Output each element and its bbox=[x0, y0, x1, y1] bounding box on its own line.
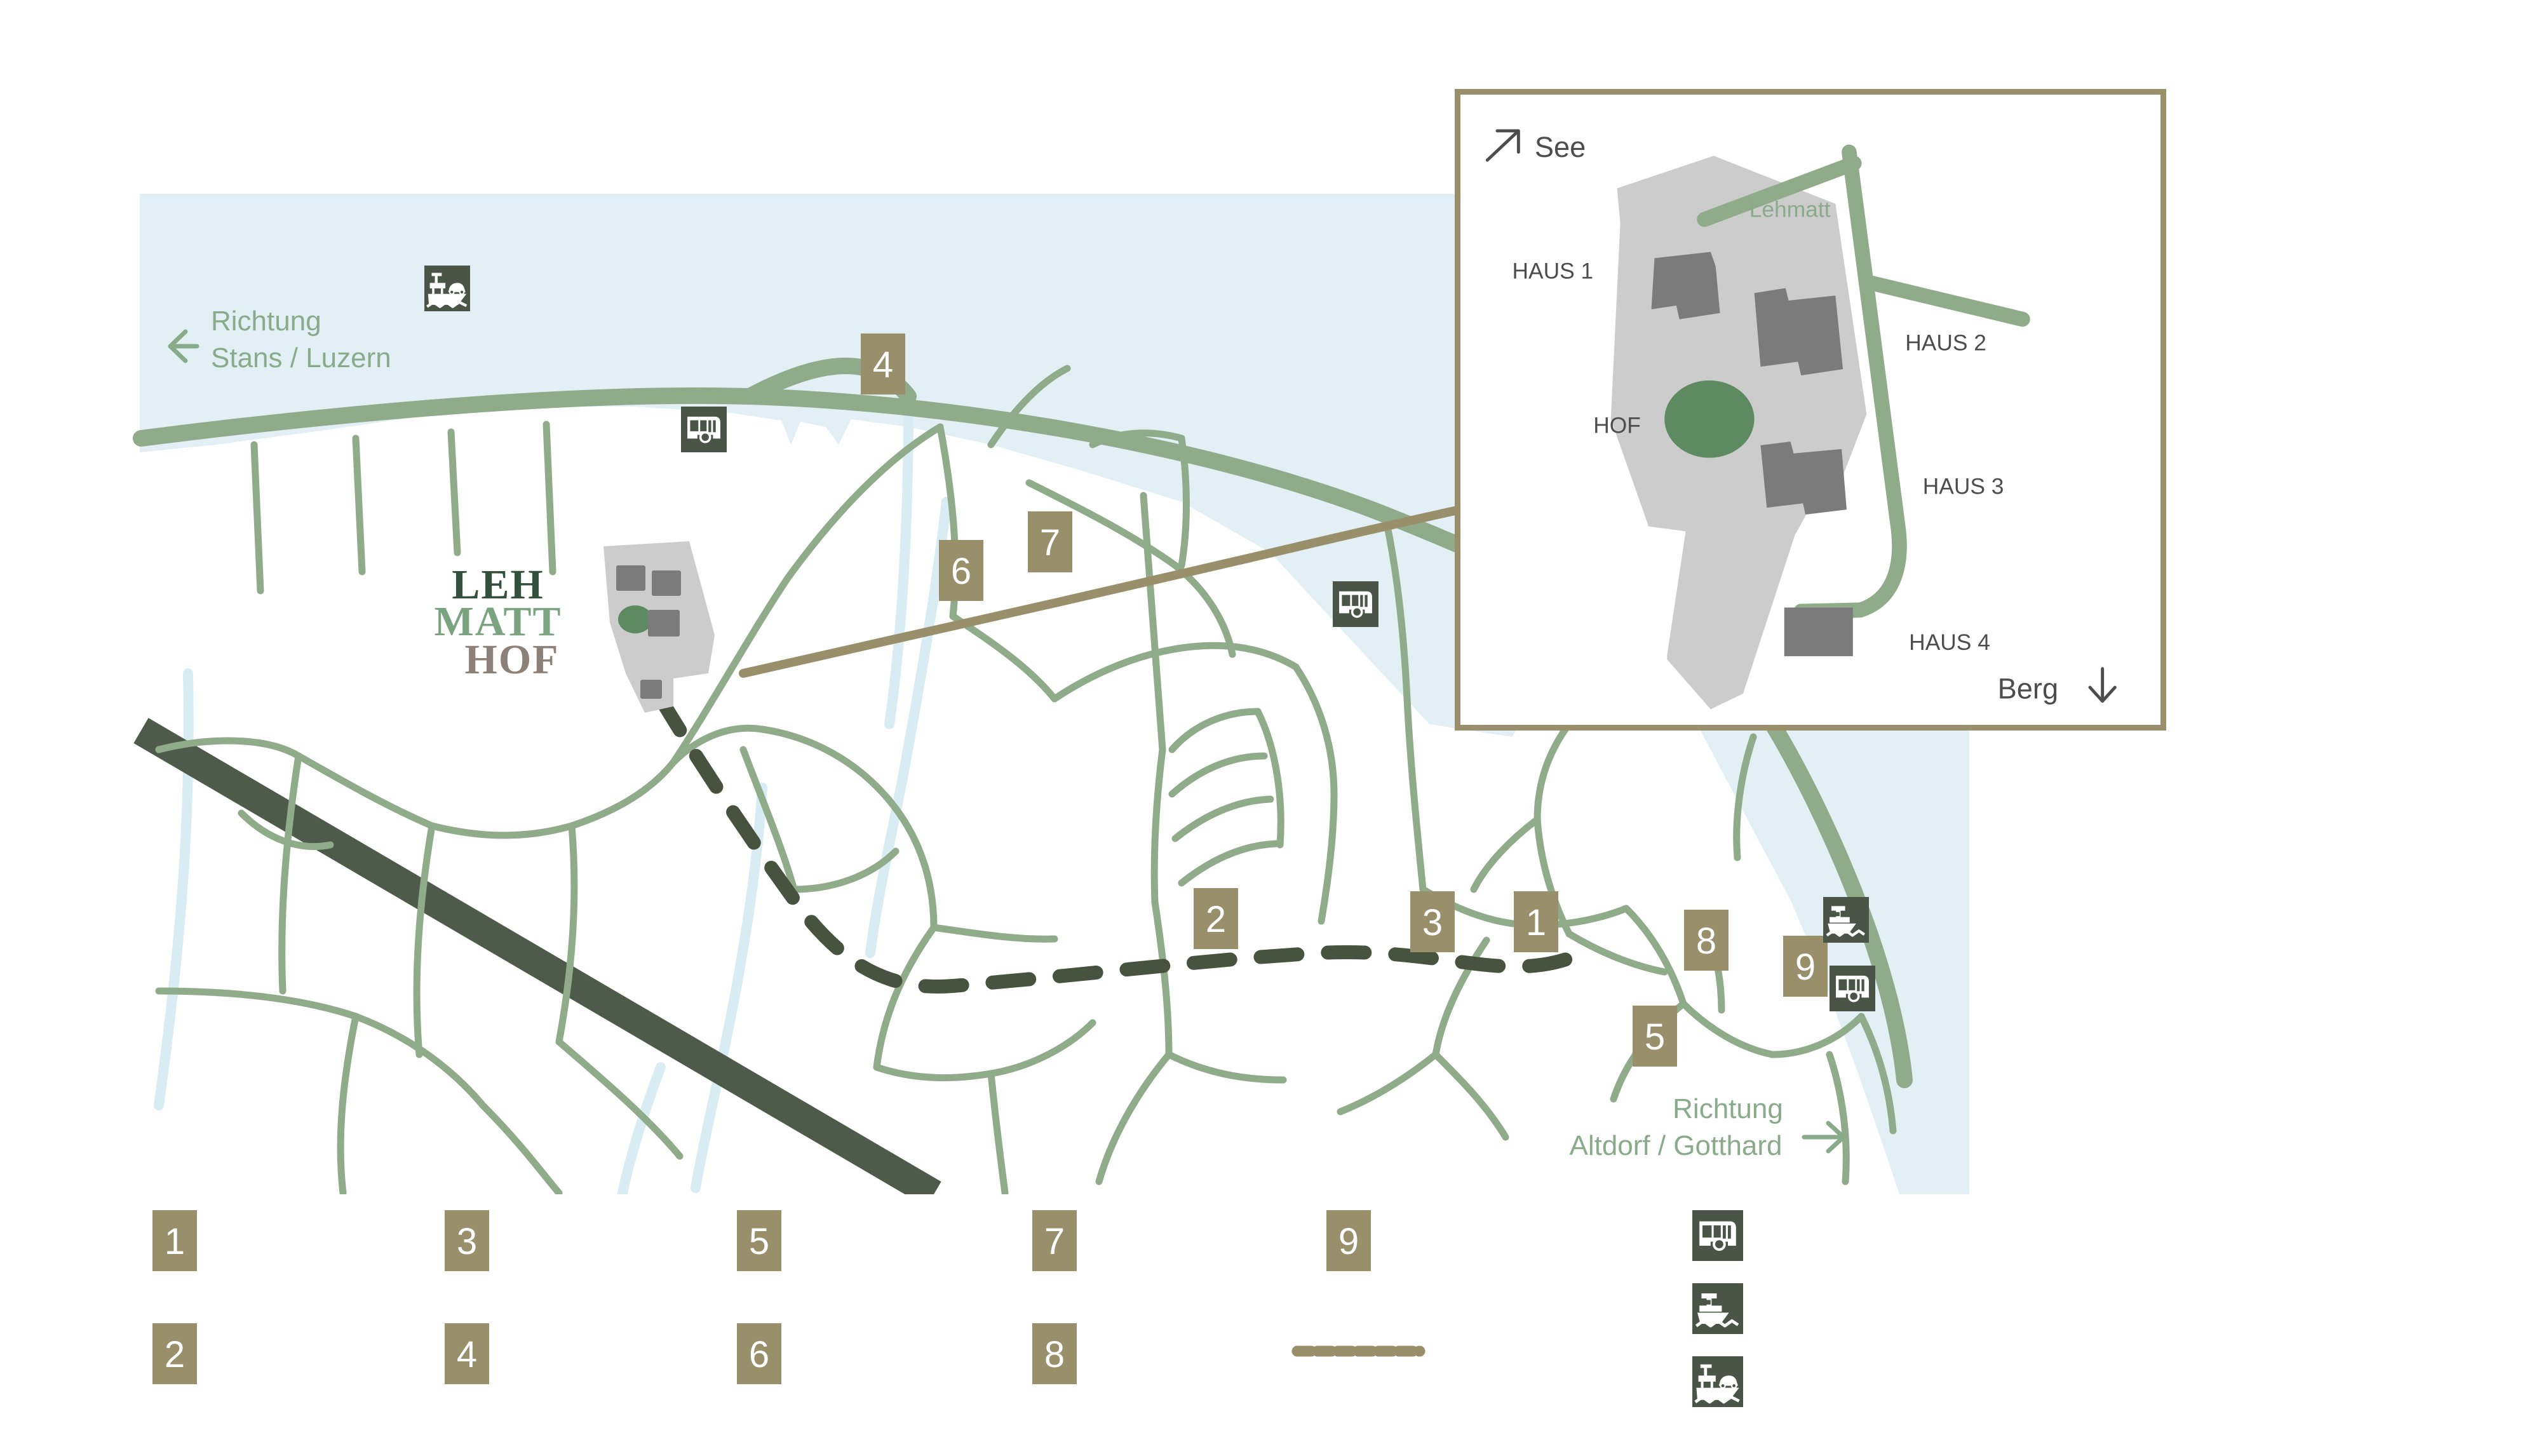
haus3-building bbox=[1760, 442, 1847, 515]
inset-label-haus4: HAUS 4 bbox=[1909, 630, 1990, 655]
inset-label-haus3: HAUS 3 bbox=[1923, 475, 2004, 499]
direction-nw-line1: Richtung bbox=[211, 306, 321, 337]
inset-label-haus2: HAUS 2 bbox=[1905, 331, 1986, 356]
logo-line-2: MATT bbox=[434, 598, 562, 645]
inset-see-text: See bbox=[1535, 131, 1586, 163]
arrow-down-icon bbox=[2088, 667, 2117, 703]
direction-se-line2: Altdorf / Gotthard bbox=[1569, 1130, 1782, 1161]
inset-site-plan[interactable]: HAUS 1 HAUS 2 HAUS 3 HAUS 4 HOF Lehmatt … bbox=[1455, 89, 2166, 731]
lehmatthof-logo: LEH MATT HOF bbox=[434, 562, 562, 683]
inset-label-lehmatt: Lehmatt bbox=[1749, 198, 1831, 222]
inset-houses bbox=[1651, 252, 1853, 656]
motorway bbox=[133, 718, 941, 1194]
haus4-building bbox=[1784, 607, 1853, 656]
haus2-building bbox=[1754, 288, 1843, 375]
inset-site-plan-svg: HAUS 1 HAUS 2 HAUS 3 HAUS 4 HOF Lehmatt … bbox=[1485, 129, 2117, 710]
arrow-left-icon bbox=[168, 329, 199, 363]
logo-line-3: HOF bbox=[465, 637, 560, 683]
direction-label-southeast: Richtung Altdorf / Gotthard bbox=[1569, 1093, 1846, 1161]
streams bbox=[154, 401, 952, 1194]
direction-nw-line2: Stans / Luzern bbox=[211, 342, 391, 374]
inset-courtyard-shape bbox=[1664, 380, 1755, 458]
inset-see-label: See bbox=[1485, 129, 1586, 163]
inset-label-hof: HOF bbox=[1593, 413, 1641, 438]
inset-berg-text: Berg bbox=[1998, 673, 2058, 705]
inset-berg-label: Berg bbox=[1998, 667, 2117, 705]
inset-label-haus1: HAUS 1 bbox=[1513, 259, 1594, 284]
direction-se-line1: Richtung bbox=[1673, 1093, 1783, 1124]
arrow-right-icon bbox=[1802, 1121, 1846, 1154]
arrow-up-right-icon bbox=[1485, 129, 1520, 162]
logo-line-1: LEH bbox=[452, 562, 544, 608]
hiking-trail bbox=[654, 692, 1589, 994]
haus1-building bbox=[1651, 252, 1720, 320]
farm-parcel bbox=[603, 541, 715, 713]
direction-label-northwest: Richtung Stans / Luzern bbox=[168, 306, 391, 374]
